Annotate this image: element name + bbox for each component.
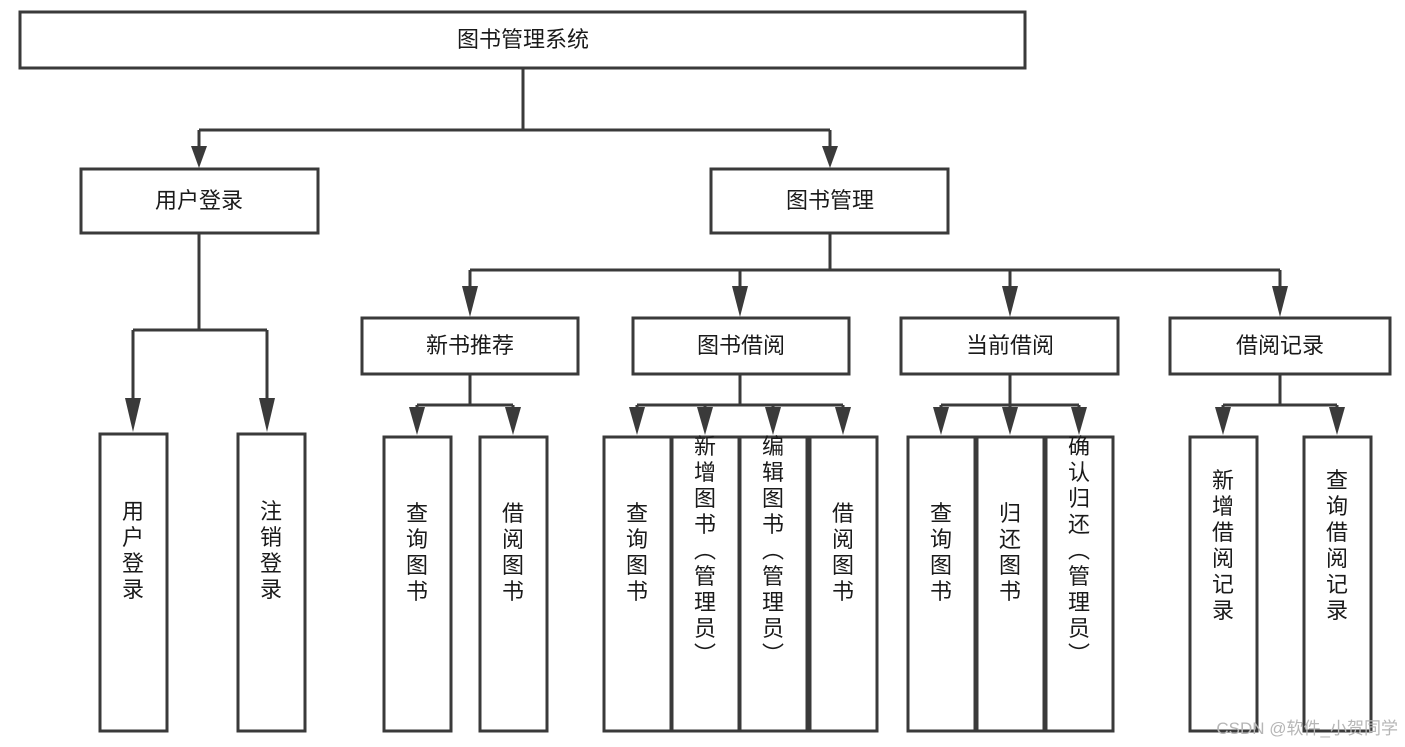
node-book-borrow-label: 图书借阅 [697, 333, 785, 358]
node-leaf-logout-login[interactable]: 注销登录 [236, 432, 307, 733]
node-leaf-query-book-2[interactable]: 查询图书 [602, 435, 673, 733]
node-leaf-query-record-label: 查询借阅记录 [1326, 468, 1348, 623]
node-leaf-return-book-label: 归还图书 [999, 501, 1021, 604]
node-book-manage-label: 图书管理 [786, 188, 874, 213]
node-leaf-query-book-1-label: 查询图书 [406, 501, 428, 604]
node-leaf-edit-book-box[interactable] [738, 435, 809, 733]
node-leaf-confirm-return[interactable]: 确认归还︵管理员︶ [1044, 434, 1115, 733]
node-leaf-user-login-box[interactable] [98, 432, 169, 733]
node-leaf-add-record[interactable]: 新增借阅记录 [1188, 435, 1259, 733]
csdn-watermark: CSDN @软件_小贺同学 [1216, 719, 1398, 738]
arrowhead-leaf-query-book-1 [409, 407, 425, 435]
arrowhead-leaf-add-book [697, 407, 713, 435]
node-leaf-add-record-label: 新增借阅记录 [1212, 468, 1234, 623]
arrowhead-currentborrow [1002, 286, 1018, 317]
node-leaf-borrow-book-2-label: 借阅图书 [832, 501, 854, 604]
node-borrow-record-box[interactable] [1168, 316, 1392, 376]
node-leaf-confirm-return-label: 确认归还︵管理员︶ [1068, 434, 1090, 667]
node-new-book-recommend-box[interactable] [360, 316, 580, 376]
node-user-login[interactable]: 用户登录 [79, 167, 320, 235]
arrowhead-newbook [462, 286, 478, 317]
node-borrow-record-label: 借阅记录 [1236, 333, 1324, 358]
node-leaf-confirm-return-box[interactable] [1044, 435, 1115, 733]
node-leaf-query-book-3-label: 查询图书 [930, 501, 952, 604]
node-leaf-query-book-3-box[interactable] [906, 435, 977, 733]
connector-layer [125, 68, 1345, 435]
arrowhead-leaf-query-book-3 [933, 407, 949, 435]
arrowhead-leaf-confirm-return [1071, 407, 1087, 435]
node-leaf-logout-login-label: 注销登录 [260, 499, 282, 602]
node-leaf-user-login-label: 用户登录 [122, 499, 144, 602]
node-leaf-add-book[interactable]: 新增图书︵管理员︶ [670, 434, 741, 733]
arrowhead-borrowrecord [1272, 286, 1288, 317]
node-leaf-return-book-box[interactable] [975, 435, 1046, 733]
arrowhead-leaf-logout-login [259, 398, 275, 432]
arrowhead-leaf-edit-book [765, 407, 781, 435]
node-borrow-record[interactable]: 借阅记录 [1168, 316, 1392, 376]
node-leaf-add-book-box[interactable] [670, 435, 741, 733]
node-leaf-query-record[interactable]: 查询借阅记录 [1302, 435, 1373, 733]
node-book-borrow-box[interactable] [631, 316, 851, 376]
node-leaf-edit-book-label: 编辑图书︵管理员︶ [762, 434, 784, 667]
node-leaf-borrow-book-1-label: 借阅图书 [502, 501, 524, 604]
node-leaf-return-book[interactable]: 归还图书 [975, 435, 1046, 733]
node-leaf-add-book-label: 新增图书︵管理员︶ [694, 434, 716, 667]
node-leaf-borrow-book-1-box[interactable] [478, 435, 549, 733]
node-leaf-query-book-3[interactable]: 查询图书 [906, 435, 977, 733]
node-leaf-query-book-2-label: 查询图书 [626, 501, 648, 604]
arrowhead-book-manage [822, 146, 838, 168]
node-current-borrow-label: 当前借阅 [966, 333, 1054, 358]
node-current-borrow-box[interactable] [899, 316, 1120, 376]
node-leaf-query-record-box[interactable] [1302, 435, 1373, 733]
node-new-book-recommend-label: 新书推荐 [426, 333, 514, 358]
node-leaf-add-record-box[interactable] [1188, 435, 1259, 733]
arrowhead-leaf-query-book-2 [629, 407, 645, 435]
node-root-label: 图书管理系统 [457, 27, 589, 52]
arrowhead-leaf-borrow-book-1 [505, 407, 521, 435]
arrowhead-leaf-borrow-book-2 [835, 407, 851, 435]
node-root[interactable]: 图书管理系统 [18, 10, 1027, 70]
node-book-manage-box[interactable] [709, 167, 950, 235]
arrowhead-leaf-user-login [125, 398, 141, 432]
arrowhead-leaf-query-record [1329, 407, 1345, 435]
node-leaf-edit-book[interactable]: 编辑图书︵管理员︶ [738, 434, 809, 733]
node-user-login-box[interactable] [79, 167, 320, 235]
arrowhead-leaf-add-record [1215, 407, 1231, 435]
node-leaf-borrow-book-2-box[interactable] [808, 435, 879, 733]
node-root-box[interactable] [18, 10, 1027, 70]
arrowhead-leaf-return-book [1002, 407, 1018, 435]
node-new-book-recommend[interactable]: 新书推荐 [360, 316, 580, 376]
arrowhead-bookborrow [732, 286, 748, 317]
node-leaf-logout-login-box[interactable] [236, 432, 307, 733]
node-book-manage[interactable]: 图书管理 [709, 167, 950, 235]
node-book-borrow[interactable]: 图书借阅 [631, 316, 851, 376]
node-leaf-user-login[interactable]: 用户登录 [98, 432, 169, 733]
node-leaf-borrow-book-1[interactable]: 借阅图书 [478, 435, 549, 733]
node-leaf-query-book-1-box[interactable] [382, 435, 453, 733]
node-leaf-query-book-1[interactable]: 查询图书 [382, 435, 453, 733]
node-user-login-label: 用户登录 [155, 188, 243, 213]
node-current-borrow[interactable]: 当前借阅 [899, 316, 1120, 376]
node-leaf-borrow-book-2[interactable]: 借阅图书 [808, 435, 879, 733]
arrowhead-user-login [191, 146, 207, 168]
